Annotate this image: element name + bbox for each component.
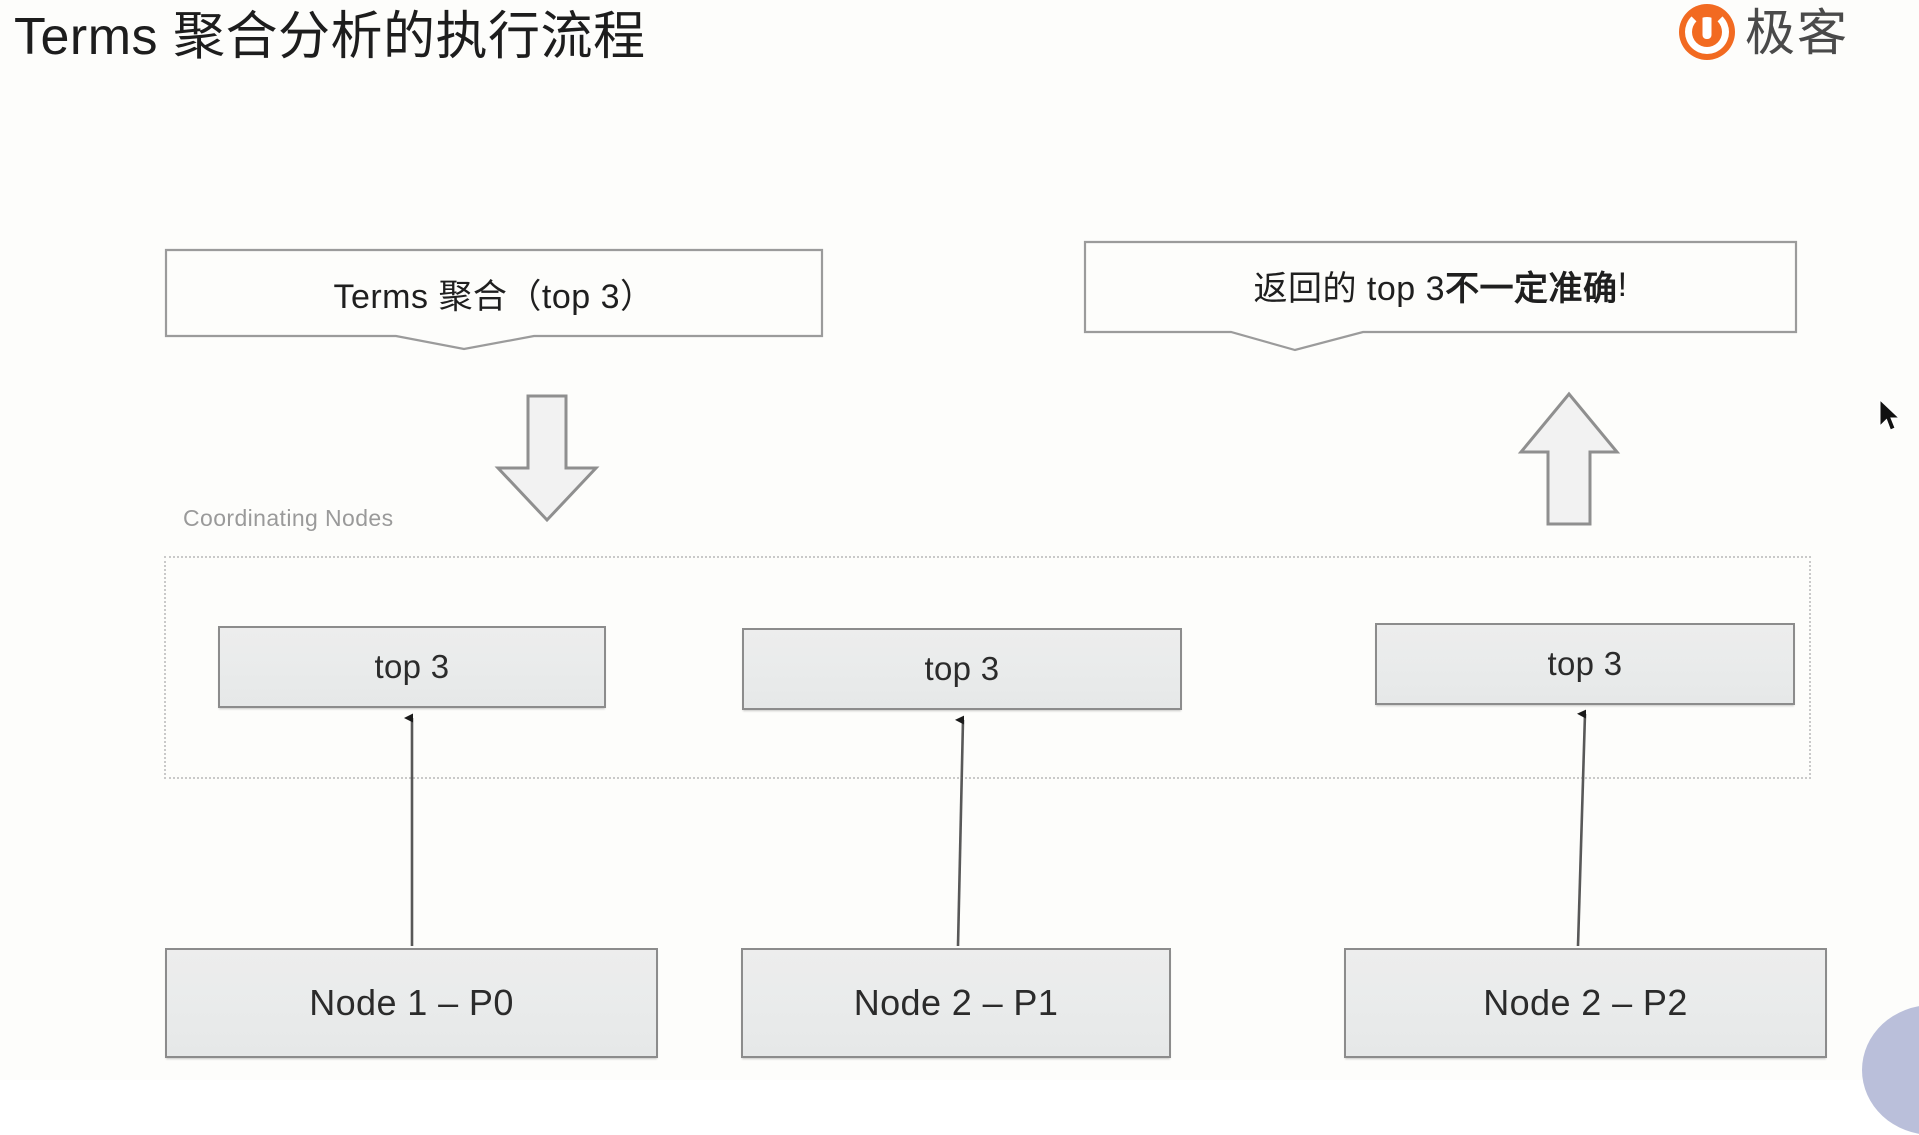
top3-box-label: top 3 [924, 650, 1000, 687]
top3-box-label: top 3 [1547, 645, 1623, 682]
node-box-0: Node 1 – P0 [165, 948, 658, 1058]
top3-box-1: top 3 [742, 628, 1182, 710]
node-box-label: Node 1 – P0 [309, 982, 514, 1023]
coordinating-nodes-container [164, 556, 1811, 779]
corner-decoration-blob [1862, 1005, 1919, 1135]
callout-left-text: Terms 聚合（top 3） [333, 277, 655, 316]
page-title: Terms 聚合分析的执行流程 [14, 8, 646, 66]
watermark-label: 极客 [1745, 5, 1849, 61]
callout-bubble-shape [1083, 240, 1798, 352]
callout-result-warning: 返回的 top 3 不一定准确! [1083, 240, 1798, 365]
node-box-2: Node 2 – P2 [1344, 948, 1827, 1058]
top3-box-2: top 3 [1375, 623, 1795, 705]
node-box-label: Node 2 – P1 [853, 982, 1059, 1023]
top3-box-0: top 3 [218, 626, 606, 708]
logo-ring [1685, 10, 1729, 54]
mouse-pointer-icon [1879, 398, 1901, 431]
node-box-label: Node 2 – P2 [1483, 982, 1688, 1023]
block-arrow-down-icon [494, 394, 600, 523]
brand-watermark: 极客 [1679, 0, 1919, 66]
block-arrow-up-icon [1517, 391, 1621, 526]
callout-right-suffix: ! [1617, 265, 1628, 304]
callout-terms-aggregation: Terms 聚合（top 3） [164, 248, 824, 368]
coordinating-nodes-label: Coordinating Nodes [183, 505, 394, 531]
top3-box-label: top 3 [374, 648, 450, 685]
slide-canvas: Terms 聚合分析的执行流程 极客 Terms 聚合（top 3） 返回的 t… [0, 0, 1919, 1080]
connector-arrows-layer [404, 709, 1587, 947]
node-box-1: Node 2 – P1 [741, 948, 1171, 1058]
callout-right-text: 返回的 top 3 不一定准确! [1083, 240, 1798, 330]
callout-right-prefix: 返回的 top 3 [1253, 269, 1446, 308]
callout-bubble-shape [164, 248, 824, 351]
callout-right-emphasis: 不一定准确 [1445, 269, 1618, 308]
geekbang-logo-icon [1679, 4, 1735, 60]
